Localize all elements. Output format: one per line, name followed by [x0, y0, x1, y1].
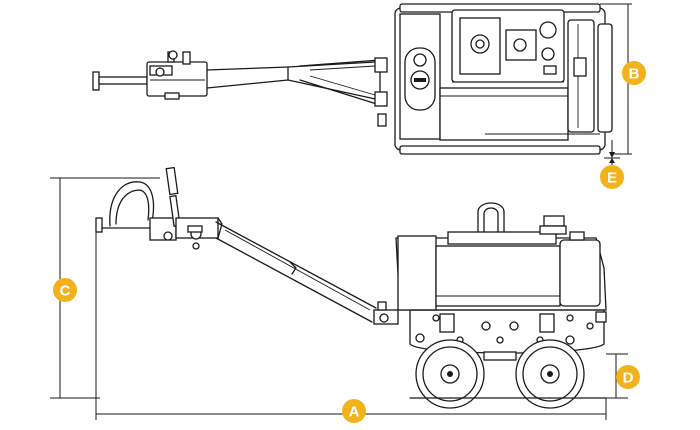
side-view — [50, 166, 628, 420]
side-rear-drum — [515, 339, 585, 409]
side-tow-bar — [215, 221, 399, 325]
badge-d: D — [616, 365, 640, 389]
badge-c: C — [53, 278, 77, 302]
badge-a: A — [342, 399, 366, 423]
badge-e-label: E — [607, 170, 617, 187]
dimension-d-line — [606, 353, 628, 399]
badge-b-label: B — [629, 66, 640, 83]
top-machine-body — [394, 3, 613, 155]
badge-b: B — [622, 61, 646, 85]
side-front-drum — [415, 339, 485, 409]
top-tow-bar — [206, 57, 388, 127]
top-view — [92, 3, 632, 168]
side-machine-body — [395, 202, 607, 354]
badge-d-label: D — [623, 370, 634, 387]
side-handle — [95, 166, 223, 250]
badge-c-label: C — [60, 283, 71, 300]
badge-a-label: A — [349, 404, 360, 421]
top-handle — [92, 50, 208, 100]
badge-e: E — [600, 165, 624, 189]
